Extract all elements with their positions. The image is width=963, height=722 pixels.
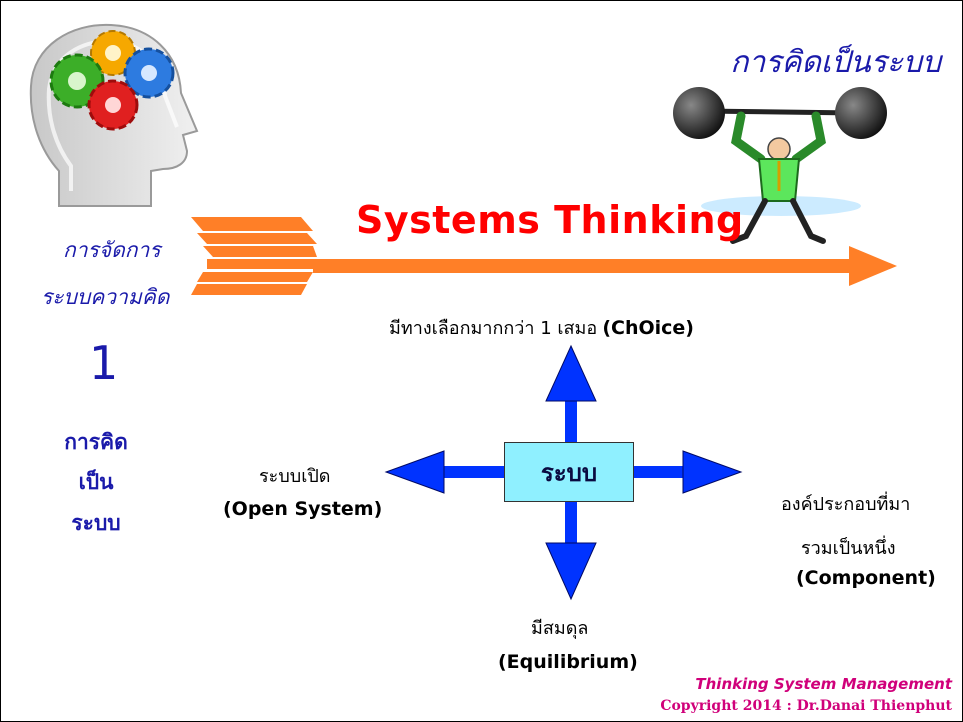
left-node-english: (Open System) <box>223 498 383 520</box>
right-node-english: (Component) <box>796 567 936 589</box>
gear-blue <box>123 47 175 99</box>
side-word-3: ระบบ <box>71 511 121 535</box>
left-label-line2: ระบบความคิด <box>41 285 170 309</box>
right-node-thai-1: องค์ประกอบที่มา <box>781 494 911 515</box>
systems-thinking-heading: Systems Thinking <box>356 198 744 242</box>
top-node: มีทางเลือกมากกว่า 1 เสมอ (ChOice) <box>389 313 694 342</box>
bottom-node-thai: มีสมดุล <box>531 618 589 639</box>
footer-title: Thinking System Management <box>695 675 952 693</box>
page-title: การคิดเป็นระบบ <box>730 45 941 80</box>
left-label-line1: การจัดการ <box>63 238 161 262</box>
head-gears-icon <box>29 23 199 207</box>
side-word-2: เป็น <box>78 470 114 494</box>
arrow-tail-stripes <box>191 217 317 295</box>
side-number: 1 <box>89 336 119 390</box>
weightlifter-icon <box>673 87 887 244</box>
top-node-thai: มีทางเลือกมากกว่า 1 เสมอ <box>389 318 598 339</box>
center-system-box: ระบบ <box>504 442 634 502</box>
systems-arrow <box>313 246 897 286</box>
left-node-thai: ระบบเปิด <box>259 466 331 487</box>
four-way-arrows <box>384 344 743 601</box>
right-node-thai-2: รวมเป็นหนึ่ง <box>801 538 896 559</box>
top-node-english: (ChOice) <box>602 317 694 339</box>
side-word-1: การคิด <box>64 430 128 454</box>
footer-copyright: Copyright 2014 : Dr.Danai Thienphut <box>660 698 952 714</box>
gear-red <box>87 79 139 131</box>
bottom-node-english: (Equilibrium) <box>498 651 638 673</box>
